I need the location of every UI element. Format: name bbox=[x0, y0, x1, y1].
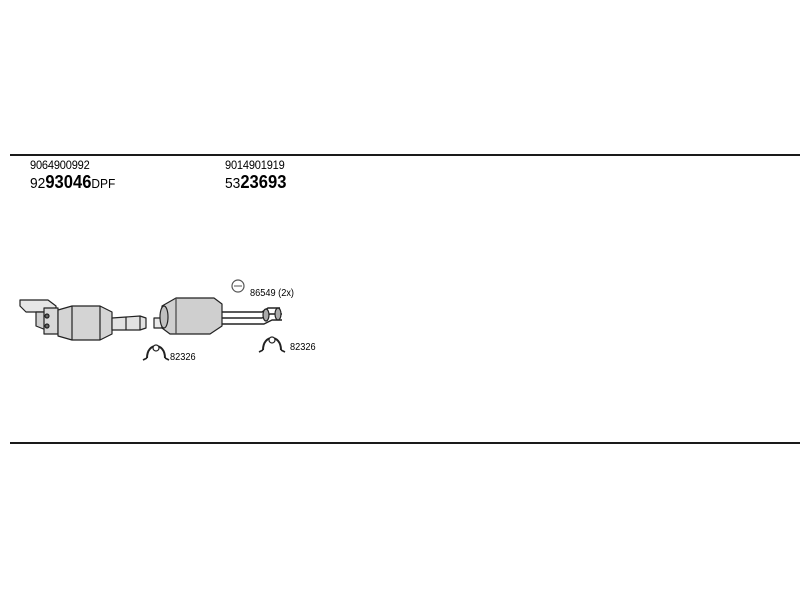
part-number-prefix: 92 bbox=[30, 175, 46, 192]
top-divider bbox=[10, 154, 800, 156]
hanger-icon bbox=[231, 279, 245, 293]
part-number: 5323693 bbox=[225, 173, 286, 193]
part-number: 9293046DPF bbox=[30, 173, 115, 193]
bottom-divider bbox=[10, 442, 800, 444]
part-number-prefix: 53 bbox=[225, 175, 241, 192]
clamp-icon bbox=[142, 344, 170, 361]
part-block-dpf: 9064900992 9293046DPF bbox=[30, 158, 123, 193]
part-number-suffix: DPF bbox=[91, 176, 116, 191]
oe-number: 9064900992 bbox=[30, 158, 90, 172]
part-block-muffler: 9014901919 5323693 bbox=[225, 158, 292, 193]
clamp-icon bbox=[258, 336, 286, 353]
callout-hanger: 86549 (2x) bbox=[250, 288, 294, 299]
part-number-main: 93046 bbox=[45, 172, 92, 192]
muffler bbox=[159, 297, 282, 335]
oe-number: 9014901919 bbox=[225, 158, 285, 172]
dpf-unit bbox=[19, 299, 147, 341]
callout-clamp-left: 82326 bbox=[170, 352, 196, 363]
part-number-main: 23693 bbox=[240, 172, 287, 192]
callout-clamp-right: 82326 bbox=[290, 342, 316, 353]
